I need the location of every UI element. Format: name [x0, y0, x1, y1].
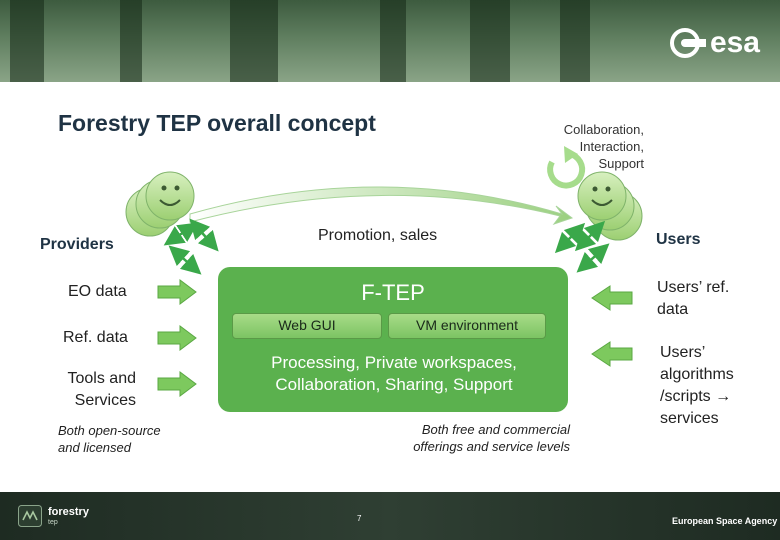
eo-data-label: EO data: [68, 283, 127, 301]
footer-bar: [0, 492, 780, 540]
vm-environment-box: VM environment: [388, 313, 546, 339]
slide-title: Forestry TEP overall concept: [58, 110, 376, 137]
footer-brand-sub: tep: [48, 519, 58, 526]
left-licensing-note: Both open-source and licensed: [58, 422, 161, 456]
tools-services-label: Tools and Services: [56, 368, 136, 412]
collaboration-note: Collaboration, Interaction, Support: [520, 121, 644, 172]
users-smiley-icon: [578, 172, 642, 240]
footer-brand-name: forestry: [48, 506, 89, 518]
page-number: 7: [357, 514, 361, 523]
promotion-label: Promotion, sales: [318, 227, 437, 245]
input-arrows-left: [158, 280, 196, 396]
users-algorithms-label: Users’ algorithms /scripts → services: [660, 342, 734, 430]
users-ref-data-label: Users’ ref. data: [657, 277, 729, 321]
forestry-tep-logo-icon: [18, 505, 42, 527]
promotion-arc: [190, 187, 572, 224]
providers-label: Providers: [40, 236, 114, 254]
providers-link-arrows-icon: [172, 226, 212, 268]
right-offerings-note: Both free and commercial offerings and s…: [380, 421, 570, 455]
input-arrows-right: [592, 286, 632, 366]
users-link-arrows-icon: [562, 228, 602, 266]
providers-smiley-icon: [126, 172, 194, 236]
web-gui-box: Web GUI: [232, 313, 382, 339]
footer-agency: European Space Agency: [672, 516, 777, 526]
platform-services-text: Processing, Private workspaces, Collabor…: [230, 352, 558, 396]
users-label: Users: [656, 231, 700, 249]
ref-data-label: Ref. data: [63, 329, 128, 347]
ftep-title: F-TEP: [218, 280, 568, 306]
